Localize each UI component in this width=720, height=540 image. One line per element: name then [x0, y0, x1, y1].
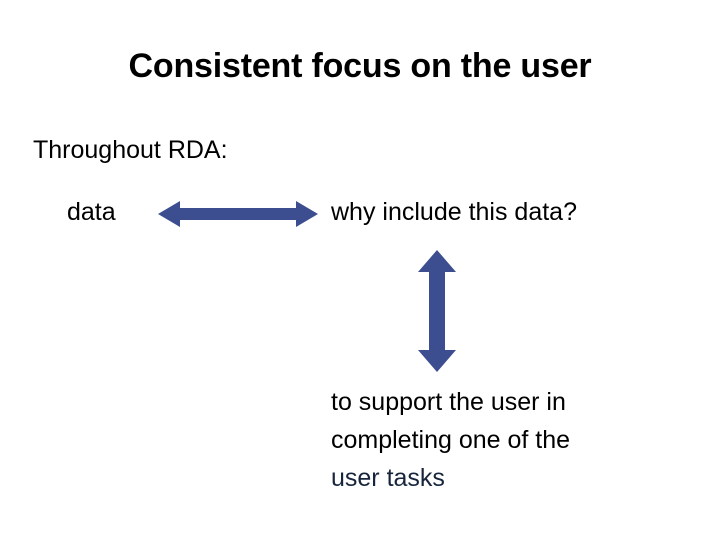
data-label: data: [67, 198, 116, 226]
lead-line-text: Throughout RDA:: [33, 136, 228, 164]
double-headed-vertical-arrow-icon: [418, 250, 456, 372]
double-headed-horizontal-arrow-icon: [158, 201, 318, 227]
page-title: Consistent focus on the user: [128, 47, 592, 85]
outcome-line-2: completing one of the: [331, 426, 571, 454]
outcome-paragraph: to support the user in completing one of…: [331, 383, 661, 497]
outcome-line-1: to support the user in: [331, 388, 566, 416]
outcome-line-3: user tasks: [331, 464, 445, 492]
why-include-this-data-label: why include this data?: [331, 198, 577, 226]
